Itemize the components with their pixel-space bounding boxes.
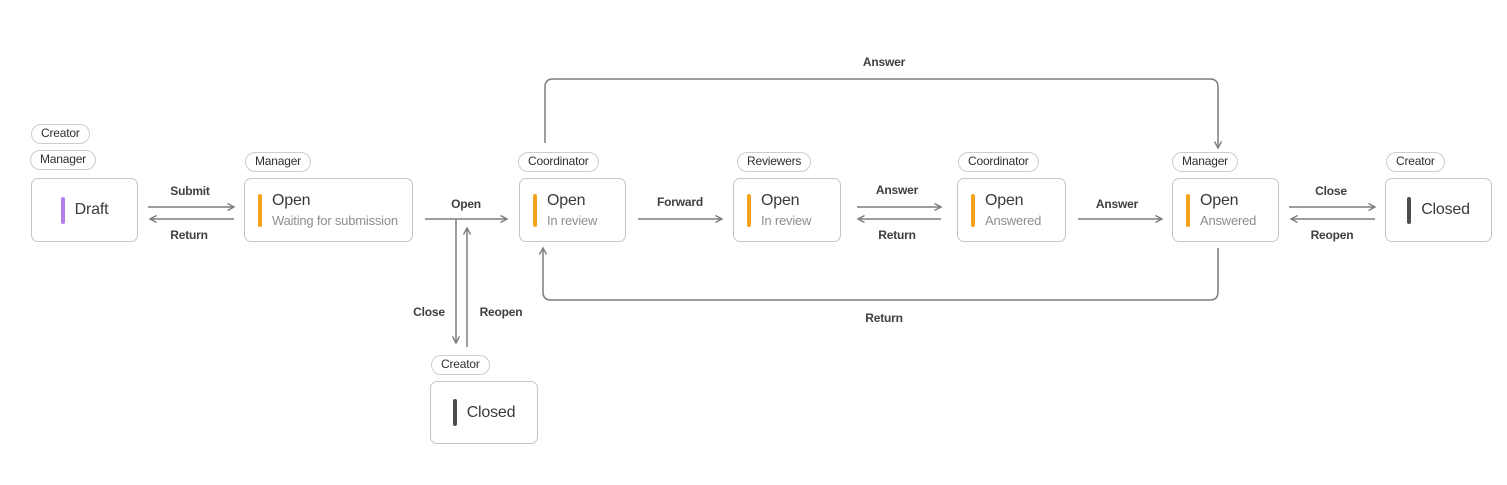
- edge-label-close-down[interactable]: Close: [411, 305, 447, 319]
- edge-label-answer-to-coordinator[interactable]: Answer: [873, 183, 921, 197]
- status-bar-open: [258, 193, 262, 227]
- role-badge-coordinator: Coordinator: [958, 152, 1039, 172]
- edge-label-return-to-draft[interactable]: Return: [168, 228, 210, 242]
- state-title: Open: [272, 192, 311, 209]
- role-badge-creator: Creator: [31, 124, 90, 144]
- status-bar-closed: [452, 399, 457, 426]
- state-subtitle: Answered: [985, 213, 1042, 228]
- state-title: Closed: [466, 403, 516, 421]
- state-node-open-in-review-reviewers[interactable]: Open In review: [733, 178, 841, 242]
- status-bar-open: [747, 193, 751, 227]
- edge-label-reopen[interactable]: Reopen: [1308, 228, 1356, 242]
- edge-label-answer-to-manager[interactable]: Answer: [1093, 197, 1141, 211]
- status-bar-open: [1186, 193, 1190, 227]
- state-node-open-answered-manager[interactable]: Open Answered: [1172, 178, 1279, 242]
- state-subtitle: In review: [761, 213, 812, 228]
- state-subtitle: Answered: [1200, 213, 1257, 228]
- edge-return-arc: [538, 246, 1219, 301]
- role-badge-creator: Creator: [431, 355, 490, 375]
- role-badge-coordinator: Coordinator: [518, 152, 599, 172]
- state-node-open-in-review-coordinator[interactable]: Open In review: [519, 178, 626, 242]
- state-subtitle: In review: [547, 213, 598, 228]
- edge-label-open[interactable]: Open: [449, 197, 483, 211]
- role-badge-manager: Manager: [245, 152, 311, 172]
- edge-label-close[interactable]: Close: [1313, 184, 1349, 198]
- edge-label-answer-arc[interactable]: Answer: [860, 55, 908, 69]
- status-bar-draft: [60, 196, 65, 224]
- edge-label-reopen-up[interactable]: Reopen: [477, 305, 525, 319]
- role-badge-manager: Manager: [30, 150, 96, 170]
- role-badge-reviewers: Reviewers: [737, 152, 812, 172]
- state-title: Draft: [74, 201, 109, 218]
- state-node-draft[interactable]: Draft: [31, 178, 138, 242]
- edge-answer-arc: [544, 78, 1223, 150]
- edge-label-return-to-reviewers[interactable]: Return: [876, 228, 918, 242]
- status-bar-open: [971, 193, 975, 227]
- status-bar-open: [533, 193, 537, 227]
- status-bar-closed: [1407, 196, 1412, 224]
- state-node-open-answered-coordinator[interactable]: Open Answered: [957, 178, 1066, 242]
- role-badge-creator: Creator: [1386, 152, 1445, 172]
- state-node-closed-bottom[interactable]: Closed: [430, 381, 538, 444]
- state-title: Open: [761, 192, 800, 209]
- state-title: Open: [1200, 192, 1239, 209]
- edge-label-return-arc[interactable]: Return: [863, 311, 905, 325]
- state-title: Closed: [1421, 201, 1470, 218]
- state-title: Open: [547, 192, 586, 209]
- state-node-closed[interactable]: Closed: [1385, 178, 1492, 242]
- role-badge-manager: Manager: [1172, 152, 1238, 172]
- edge-label-forward[interactable]: Forward: [655, 195, 705, 209]
- state-title: Open: [985, 192, 1024, 209]
- state-subtitle: Waiting for submission: [272, 213, 398, 228]
- edge-label-submit[interactable]: Submit: [168, 184, 212, 198]
- state-node-open-waiting[interactable]: Open Waiting for submission: [244, 178, 413, 242]
